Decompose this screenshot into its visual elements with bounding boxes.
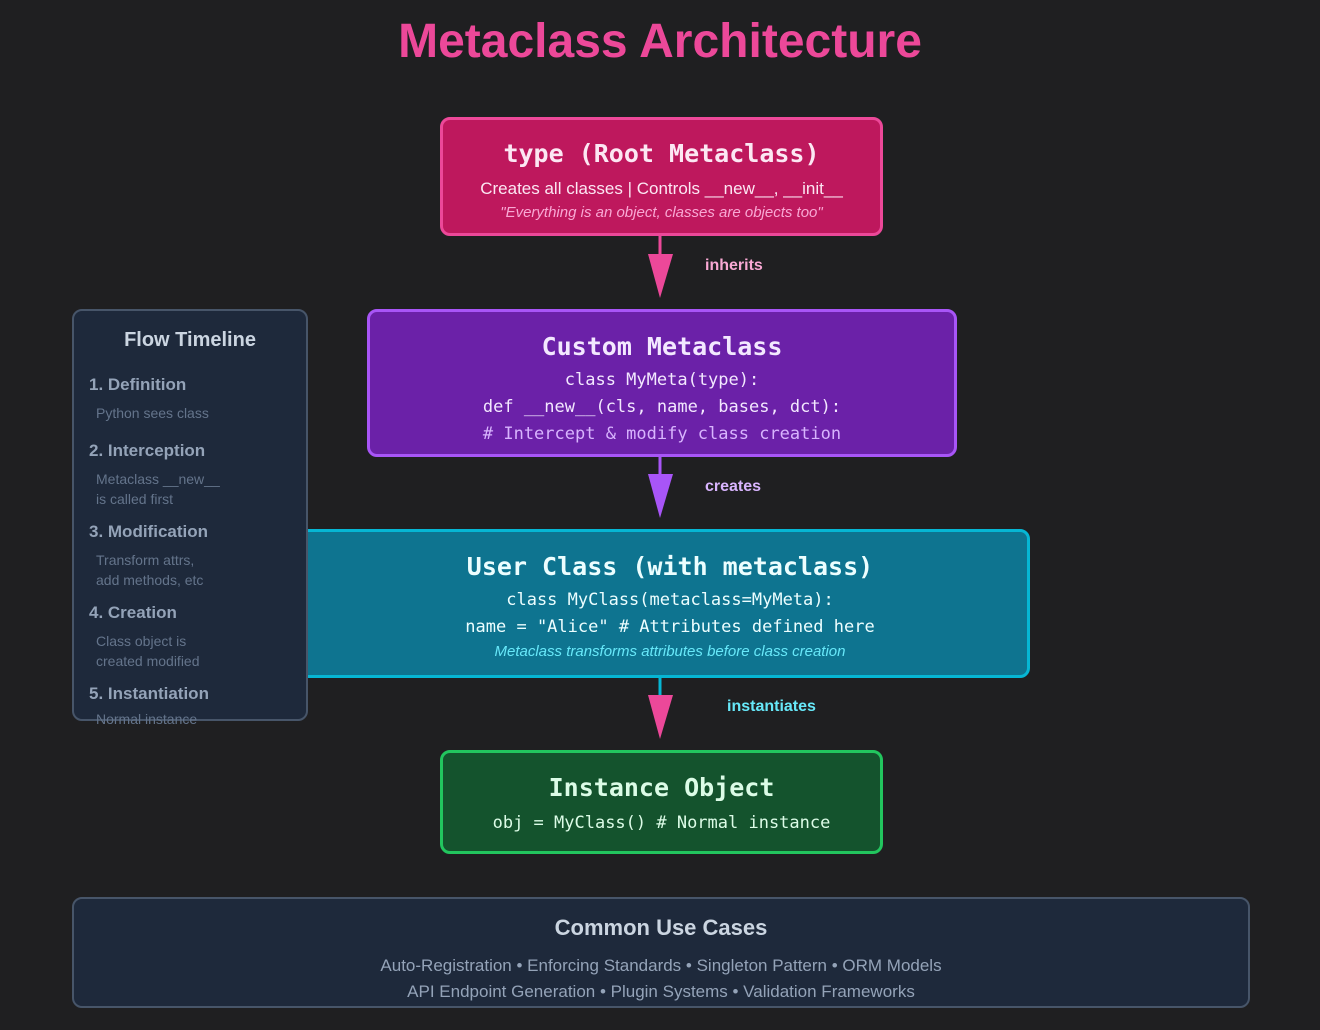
code-line: def __new__(cls, name, bases, dct):: [482, 397, 842, 417]
use-cases-line: Auto-Registration • Enforcing Standards …: [380, 956, 942, 975]
code-comment: # Intercept & modify class creation: [482, 424, 842, 444]
step-name: 4. Creation: [89, 603, 177, 622]
step-desc: Transform attrs, add methods, etc: [96, 550, 208, 590]
step-name: 5. Instantiation: [89, 684, 209, 703]
code-line: class MyMeta(type):: [564, 370, 760, 390]
box-desc: Creates all classes | Controls __new__, …: [480, 179, 843, 198]
box-title: Instance Object: [548, 773, 775, 802]
box-quote: "Everything is an object, classes are ob…: [500, 204, 823, 221]
step-desc-line: Class object is: [96, 633, 187, 649]
label-creates: creates: [705, 478, 762, 495]
timeline-title: Flow Timeline: [124, 329, 256, 351]
type-root-metaclass-box: type (Root Metaclass) Creates all classe…: [440, 117, 883, 236]
user-class-box: User Class (with metaclass) class MyClas…: [290, 529, 1030, 678]
use-cases-title: Common Use Cases: [554, 915, 768, 940]
box-note: Metaclass transforms attributes before c…: [494, 643, 846, 660]
custom-metaclass-box: Custom Metaclass class MyMeta(type): def…: [367, 309, 957, 457]
arrow-creates: [648, 456, 673, 518]
code-line: obj = MyClass() # Normal instance: [492, 813, 831, 833]
step-desc-line: Metaclass __new__: [96, 471, 220, 487]
step-desc: Class object is created modified: [96, 631, 200, 671]
arrow-instantiates: [648, 677, 673, 739]
step-name: 3. Modification: [89, 522, 208, 541]
use-cases-panel: Common Use Cases Auto-Registration • Enf…: [72, 897, 1250, 1008]
instance-object-box: Instance Object obj = MyClass() # Normal…: [440, 750, 883, 854]
step-name: 2. Interception: [89, 441, 206, 460]
code-line: class MyClass(metaclass=MyMeta):: [506, 590, 834, 610]
step-desc-line: add methods, etc: [96, 572, 204, 588]
page-title: Metaclass Architecture: [398, 15, 922, 68]
step-desc: Python sees class: [96, 405, 209, 421]
step-desc-line: created modified: [96, 653, 200, 669]
code-line: name = "Alice" # Attributes defined here: [465, 617, 875, 637]
box-title: type (Root Metaclass): [503, 139, 820, 168]
label-inherits: inherits: [705, 257, 763, 274]
arrow-inherits: [648, 235, 673, 298]
label-instantiates: instantiates: [727, 698, 816, 715]
box-title: Custom Metaclass: [541, 332, 783, 361]
use-cases-line: API Endpoint Generation • Plugin Systems…: [407, 982, 915, 1001]
box-title: User Class (with metaclass): [466, 552, 874, 581]
step-desc: Metaclass __new__is called first: [96, 469, 220, 509]
step-desc-line: is called first: [96, 491, 174, 507]
step-desc: Normal instance: [96, 711, 198, 727]
step-name: 1. Definition: [89, 375, 187, 394]
step-desc-line: Transform attrs,: [96, 552, 195, 568]
